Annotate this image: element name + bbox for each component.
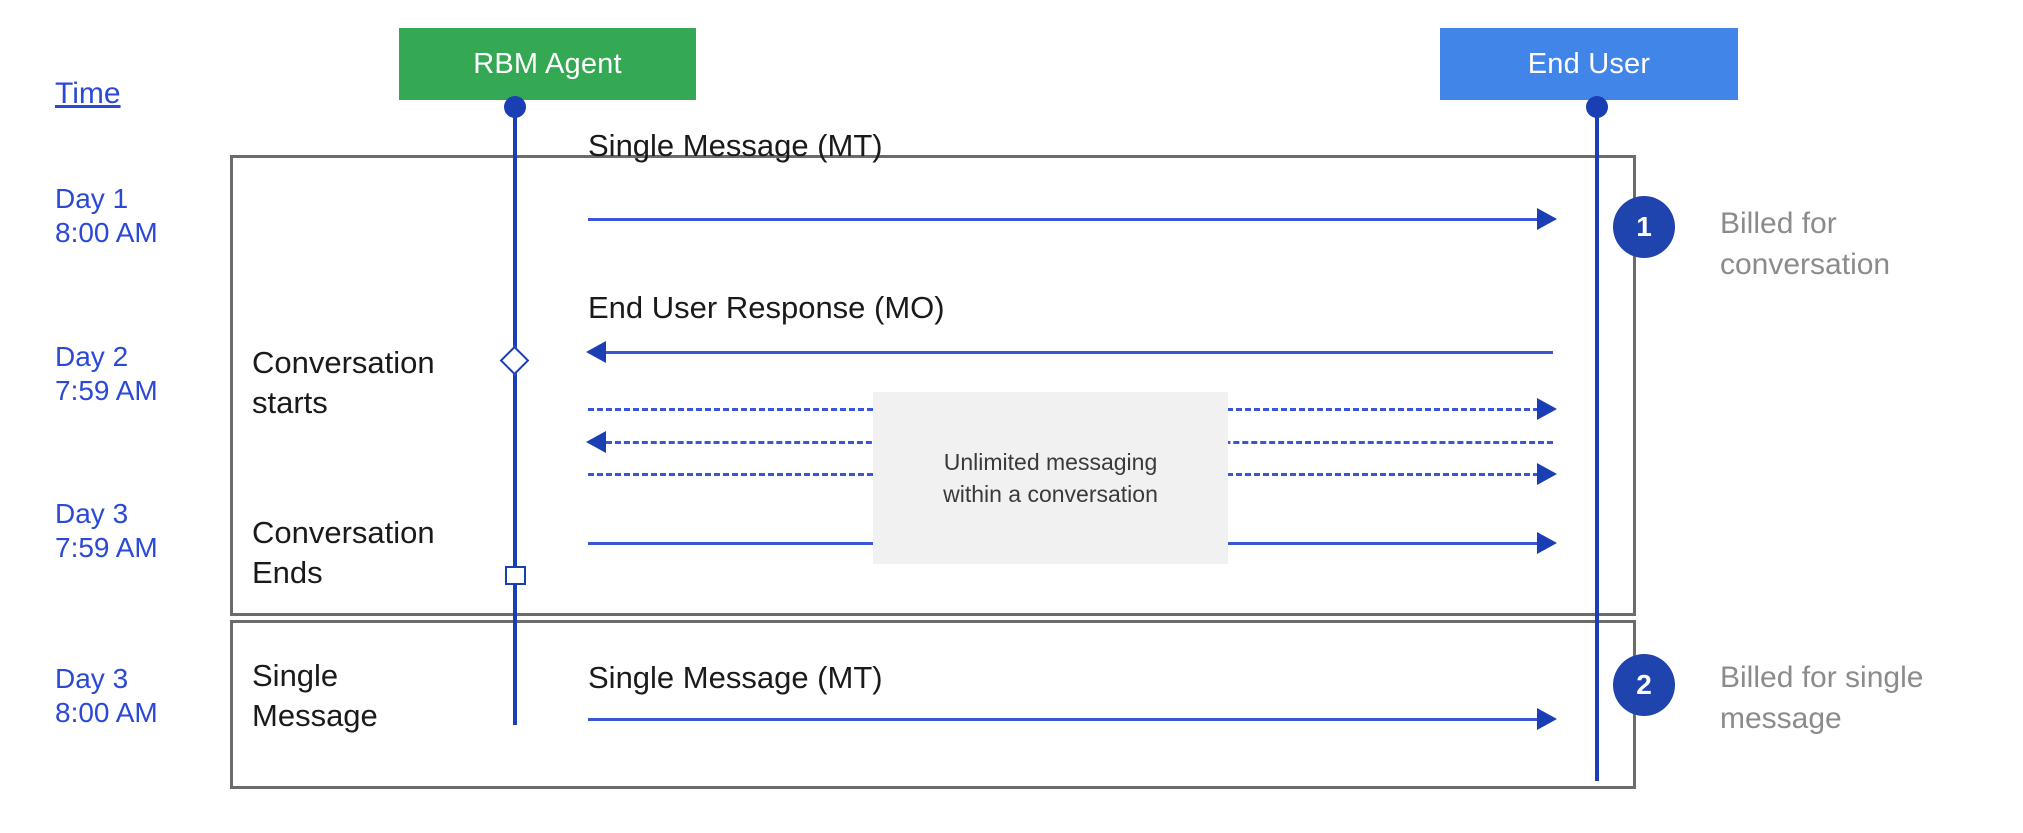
billing-caption-conversation: Billed for conversation	[1720, 207, 1891, 281]
time-column-header: Time	[55, 77, 121, 110]
time-stamp-day3-single: Day 3 8:00 AM	[55, 663, 158, 729]
time-stamp-day1: Day 1 8:00 AM	[55, 183, 158, 249]
time-stamp-day2: Day 2 7:59 AM	[55, 341, 158, 407]
note-unlimited-messaging: Unlimited messaging within a conversatio…	[873, 392, 1228, 564]
lifeline-rbm-agent	[513, 108, 517, 725]
arrowhead-right-icon	[1537, 208, 1557, 230]
state-label-single-message: Single Message	[252, 658, 378, 733]
actor-box-end-user: End User	[1440, 28, 1738, 100]
message-arrow-end-user-response-mo	[606, 351, 1553, 354]
message-label-single-message-mt-2: Single Message (MT)	[588, 660, 883, 695]
state-label-conversation-ends: Conversation Ends	[252, 515, 435, 590]
lifeline-head-rbm-agent	[504, 96, 526, 118]
message-label-single-message-mt-1: Single Message (MT)	[588, 128, 883, 163]
lifeline-end-user	[1595, 108, 1599, 781]
message-label-end-user-response-mo: End User Response (MO)	[588, 290, 945, 325]
arrowhead-right-icon	[1537, 532, 1557, 554]
square-marker-conversation-end	[505, 566, 526, 585]
frame-conversation	[230, 155, 1636, 616]
arrowhead-right-icon	[1537, 463, 1557, 485]
billing-caption-single-message: Billed for single message	[1720, 661, 1924, 735]
frame-single-message	[230, 620, 1636, 789]
arrowhead-right-icon	[1537, 398, 1557, 420]
actor-label-rbm-agent: RBM Agent	[473, 47, 622, 80]
actor-label-end-user: End User	[1527, 47, 1651, 80]
arrowhead-left-icon	[586, 431, 606, 453]
status-badge-1: 1	[1613, 196, 1675, 258]
status-badge-2: 2	[1613, 654, 1675, 716]
arrowhead-right-icon	[1537, 708, 1557, 730]
state-label-conversation-starts: Conversation starts	[252, 345, 435, 420]
arrowhead-left-icon	[586, 341, 606, 363]
time-stamp-day3-end: Day 3 7:59 AM	[55, 498, 158, 564]
actor-box-rbm-agent: RBM Agent	[399, 28, 696, 100]
lifeline-head-end-user	[1586, 96, 1608, 118]
message-arrow-single-message-mt-1	[588, 218, 1548, 221]
message-arrow-single-message-mt-2	[588, 718, 1548, 721]
